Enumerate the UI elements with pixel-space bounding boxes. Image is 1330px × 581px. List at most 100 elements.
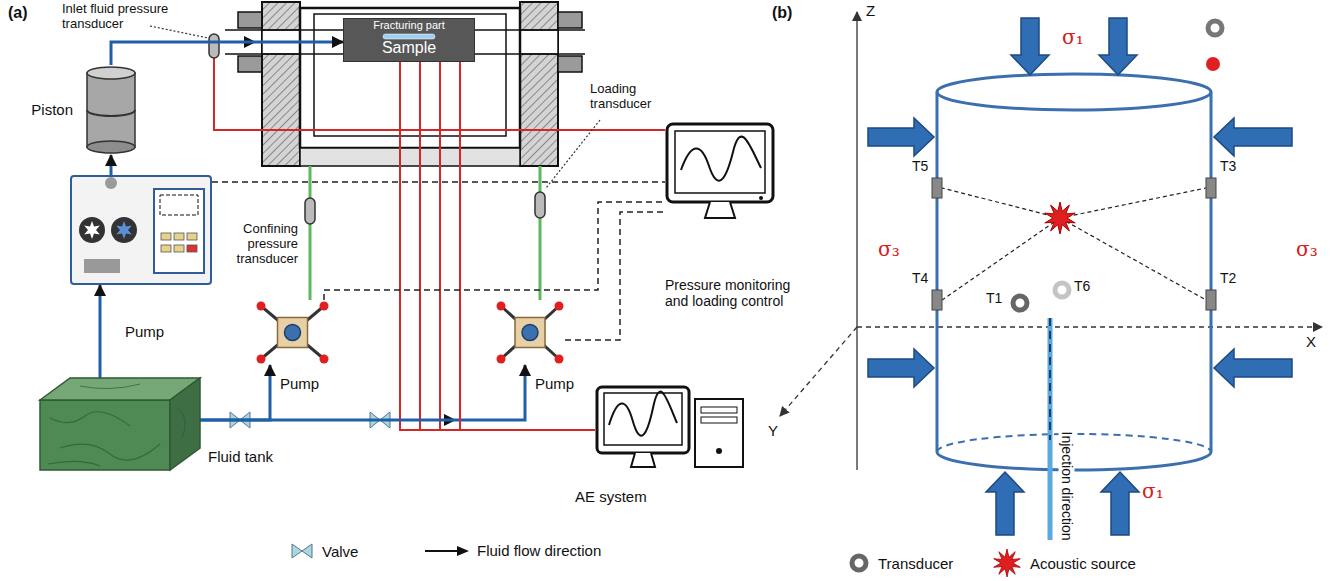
rect-shape bbox=[161, 245, 171, 252]
rect-shape bbox=[520, 30, 558, 54]
fluid-pipe bbox=[111, 42, 343, 65]
rock-sample: Fracturing partSample bbox=[343, 18, 475, 62]
node-label: Fluid tank bbox=[208, 448, 273, 465]
fluid-pipe bbox=[200, 365, 525, 420]
rect-shape bbox=[300, 8, 520, 148]
axis-label: Y bbox=[768, 422, 778, 439]
rect-shape bbox=[154, 189, 204, 273]
path-shape bbox=[705, 202, 735, 218]
rect-shape bbox=[238, 56, 262, 72]
node-label: Sample bbox=[343, 39, 475, 57]
rect-shape bbox=[701, 417, 737, 423]
circle-shape bbox=[320, 302, 329, 311]
legend-text: Valve bbox=[322, 543, 358, 560]
valve-symbol bbox=[290, 542, 314, 560]
path-shape bbox=[439, 62, 441, 430]
fluid-pipe bbox=[99, 285, 102, 378]
legend-item: Transducer bbox=[848, 552, 953, 574]
rect-shape bbox=[701, 407, 737, 413]
circle-shape bbox=[111, 217, 137, 243]
path-shape bbox=[419, 62, 421, 430]
node-label: Pump bbox=[280, 375, 319, 392]
transducer-label: T1 bbox=[986, 290, 1002, 306]
control-monitor-drawing bbox=[665, 122, 775, 222]
circle-shape bbox=[1208, 21, 1222, 35]
path-shape bbox=[87, 110, 135, 116]
transducer-label: T4 bbox=[912, 270, 928, 286]
rect-shape bbox=[187, 233, 197, 240]
stress-arrow bbox=[986, 472, 1024, 535]
direction-label: Injection direction bbox=[1058, 430, 1074, 543]
path-shape bbox=[681, 137, 761, 181]
transducer-label: T6 bbox=[1074, 278, 1090, 294]
rect-shape bbox=[604, 393, 682, 445]
line-shape bbox=[225, 29, 343, 31]
circle-shape bbox=[105, 177, 117, 189]
line-shape bbox=[261, 306, 324, 359]
rect-shape bbox=[695, 399, 743, 467]
line-shape bbox=[856, 12, 857, 470]
cylinder-sample bbox=[937, 74, 1211, 470]
line-shape bbox=[501, 306, 559, 359]
control-monitor: Pressure monitoring and loading control bbox=[665, 122, 775, 222]
rect-shape bbox=[160, 195, 198, 215]
part-label: Confining pressure transducer bbox=[222, 222, 298, 267]
panel-letter: (a) bbox=[8, 4, 28, 22]
flow-arrow-symbol bbox=[425, 545, 469, 557]
rect-shape bbox=[558, 56, 582, 72]
node-label: Pump bbox=[125, 323, 164, 340]
rect-shape bbox=[187, 245, 197, 252]
circle-shape bbox=[497, 355, 506, 364]
circle-shape bbox=[257, 302, 266, 311]
legend-text: Fluid flow direction bbox=[477, 542, 601, 559]
path-shape bbox=[80, 384, 185, 438]
line-shape bbox=[857, 326, 1322, 327]
circle-shape bbox=[852, 556, 866, 570]
piston-cylinder-drawing bbox=[85, 65, 137, 155]
polygon-shape bbox=[40, 400, 170, 470]
rect-shape bbox=[515, 318, 545, 348]
stress-label: σ₁ bbox=[1142, 480, 1164, 503]
axis-label: Z bbox=[866, 2, 875, 19]
signal-cable bbox=[460, 62, 595, 430]
triaxial-apparatus bbox=[225, 2, 585, 166]
control-line bbox=[565, 212, 665, 340]
circle-shape bbox=[1206, 57, 1220, 71]
part-label: Loading transducer bbox=[590, 82, 660, 112]
ellipse-shape bbox=[87, 141, 135, 153]
line-shape bbox=[1060, 188, 1206, 218]
piston-cylinder: Piston bbox=[85, 65, 137, 155]
circle-shape bbox=[555, 302, 564, 311]
syringe-pump: Pump bbox=[70, 175, 212, 285]
legend-item: Acoustic source bbox=[992, 548, 1136, 578]
ellipse-shape bbox=[87, 67, 135, 79]
stress-arrow bbox=[1214, 349, 1292, 387]
rect-shape bbox=[1206, 178, 1216, 198]
path-shape bbox=[609, 392, 677, 436]
stress-arrow bbox=[1011, 18, 1049, 75]
line-shape bbox=[225, 53, 343, 55]
circle-shape bbox=[320, 355, 329, 364]
line-shape bbox=[1049, 318, 1051, 440]
ae-computer: AE system bbox=[595, 385, 745, 470]
circle-shape bbox=[257, 355, 266, 364]
polygon-shape bbox=[116, 221, 132, 239]
stress-label: σ₃ bbox=[878, 238, 900, 261]
legend-text: Transducer bbox=[878, 555, 953, 572]
stress-arrow bbox=[868, 349, 934, 387]
polygon-shape bbox=[84, 221, 100, 239]
circle-shape bbox=[497, 302, 506, 311]
path-shape bbox=[631, 453, 655, 467]
polygon-shape bbox=[292, 544, 302, 558]
injection-tube bbox=[1050, 318, 1051, 540]
rect-shape bbox=[305, 198, 315, 224]
circle-shape bbox=[759, 196, 763, 200]
line-shape bbox=[425, 550, 459, 552]
stress-arrow bbox=[868, 118, 934, 156]
polygon-shape bbox=[302, 544, 312, 558]
axes bbox=[780, 12, 1322, 470]
axis-label: X bbox=[1306, 333, 1316, 350]
rect-shape bbox=[344, 19, 475, 62]
